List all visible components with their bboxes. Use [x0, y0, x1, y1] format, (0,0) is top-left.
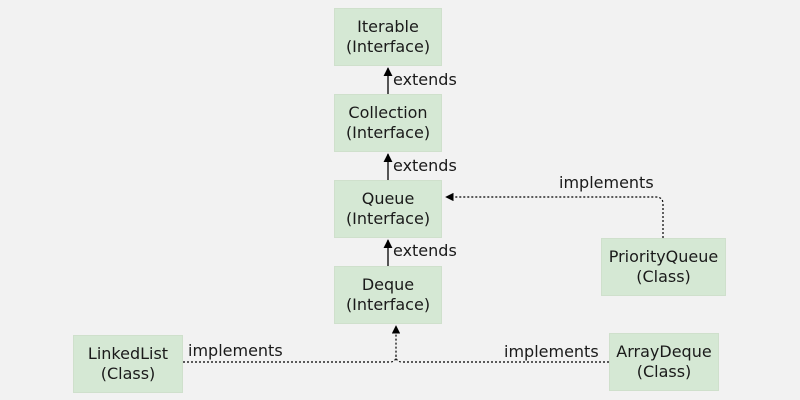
- node-priorityqueue[interactable]: PriorityQueue (Class): [601, 238, 726, 296]
- node-linkedlist-kind: (Class): [100, 364, 156, 383]
- node-linkedlist-name: LinkedList: [87, 344, 169, 363]
- node-priorityqueue-kind: (Class): [636, 267, 691, 286]
- label-queue-extends-collection: extends: [393, 156, 457, 175]
- node-collection-kind: (Interface): [345, 123, 431, 142]
- node-deque[interactable]: Deque (Interface): [334, 266, 442, 324]
- node-iterable-name: Iterable: [357, 17, 419, 36]
- node-deque-kind: (Interface): [345, 295, 431, 314]
- label-arraydeque-implements-deque: implements: [504, 342, 599, 361]
- node-iterable-kind: (Interface): [345, 37, 431, 56]
- node-iterable[interactable]: Iterable (Interface): [334, 8, 442, 66]
- node-collection[interactable]: Collection (Interface): [334, 94, 442, 152]
- node-deque-name: Deque: [361, 275, 415, 294]
- node-queue-kind: (Interface): [345, 209, 431, 228]
- label-collection-extends-iterable: extends: [393, 70, 457, 89]
- node-queue-name: Queue: [361, 189, 415, 208]
- node-collection-name: Collection: [348, 103, 428, 122]
- node-priorityqueue-name: PriorityQueue: [608, 247, 719, 266]
- node-arraydeque-name: ArrayDeque: [616, 342, 712, 361]
- label-deque-extends-queue: extends: [393, 241, 457, 260]
- label-linkedlist-implements-deque: implements: [188, 341, 283, 360]
- node-queue[interactable]: Queue (Interface): [334, 180, 442, 238]
- node-arraydeque[interactable]: ArrayDeque (Class): [609, 333, 719, 391]
- node-arraydeque-kind: (Class): [636, 362, 692, 381]
- node-linkedlist[interactable]: LinkedList (Class): [73, 335, 183, 393]
- label-priorityqueue-implements-queue: implements: [559, 173, 654, 192]
- edge-priorityqueue-implements-queue: [445, 192, 664, 238]
